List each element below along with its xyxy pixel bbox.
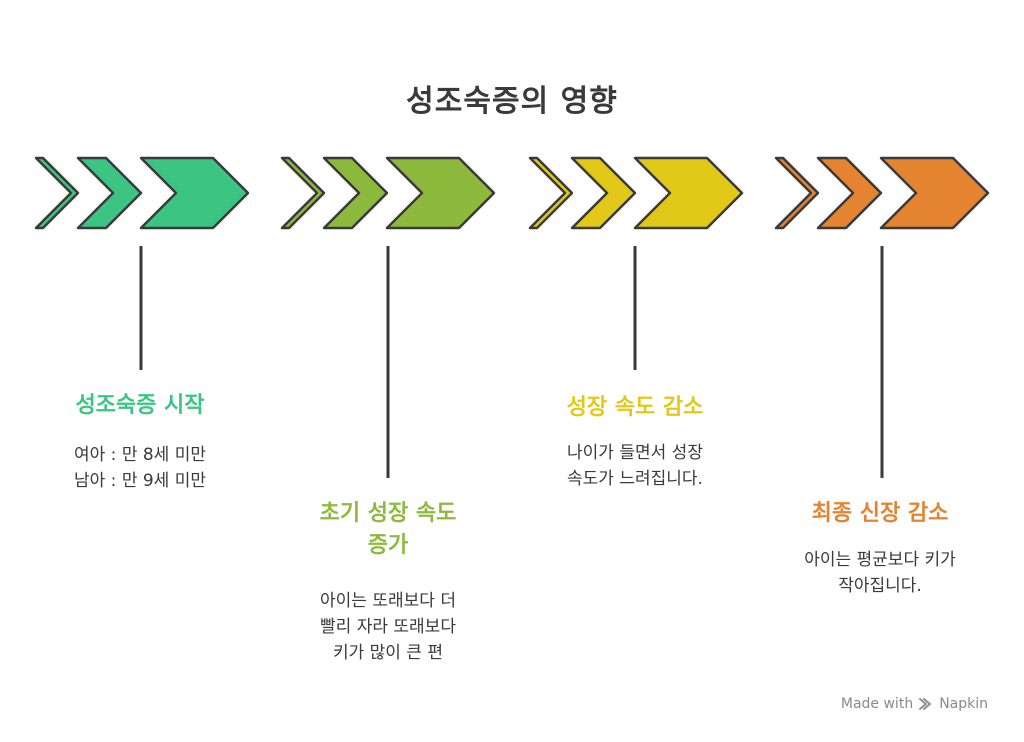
stage-4-chevron-medium: [816, 156, 883, 230]
stage-4-title: 최종 신장 감소: [811, 501, 949, 526]
stage-2-title: 초기 성장 속도 증가: [319, 501, 457, 558]
stage-3-title: 성장 속도 감소: [566, 395, 704, 420]
stage-1-chevron-medium: [76, 156, 143, 230]
made-with-label: Made with: [840, 696, 914, 712]
stage-2-description: 아이는 또래보다 더 빨리 자라 또래보다 키가 많이 큰 편: [320, 591, 456, 663]
stage-3-chevron-medium: [570, 156, 637, 230]
napkin-logo-icon: [919, 698, 932, 710]
stage-3-description: 나이가 들면서 성장 속도가 느려집니다.: [567, 443, 703, 489]
stage-4-chevron-small: [774, 156, 820, 230]
stage-3-chevron-large: [633, 156, 744, 230]
stage-2-chevron-medium: [322, 156, 389, 230]
stage-4-chevron-large: [879, 156, 990, 230]
stage-1-title: 성조숙증 시작: [75, 393, 205, 418]
stage-2-chevron-large: [385, 156, 496, 230]
stage-3-chevron-small: [528, 156, 574, 230]
stage-1-chevron-small: [34, 156, 80, 230]
footer-credit: Made with Napkin: [841, 696, 988, 712]
stage-1-chevron-large: [139, 156, 250, 230]
brand-label: Napkin: [939, 696, 988, 712]
page-title: 성조숙증의 영향: [406, 84, 618, 119]
stage-2-chevron-small: [280, 156, 326, 230]
stage-1-description: 여아 : 만 8세 미만 남아 : 만 9세 미만: [74, 445, 206, 491]
stage-4-description: 아이는 평균보다 키가 작아집니다.: [804, 550, 956, 596]
